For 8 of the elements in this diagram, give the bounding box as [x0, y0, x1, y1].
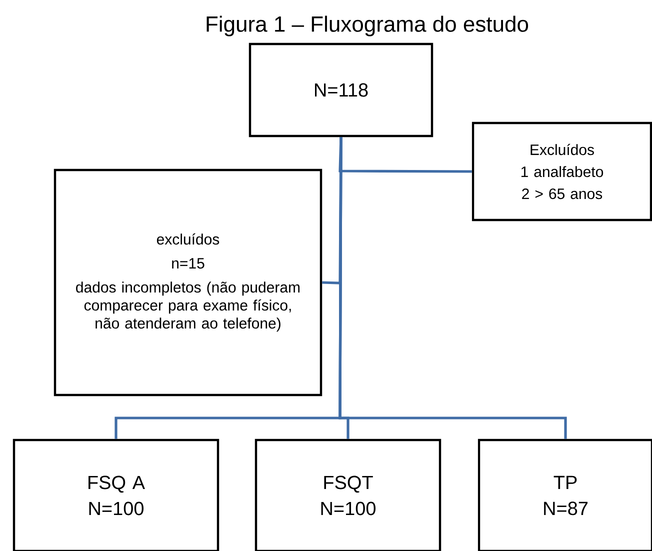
connector-line — [338, 137, 567, 439]
box: FSQT N=100 — [254, 438, 442, 551]
box: N=118 — [248, 42, 434, 138]
box: FSQ A N=100 — [12, 438, 220, 551]
box: excluídos n=15 dados incompletos (não puderam comparecer para exame físico, não atenderam ao telefone) — [54, 168, 322, 396]
box: TP N=87 — [478, 438, 652, 551]
box: Excluídos 1 analfabeto 2 > 65 anos — [472, 122, 652, 222]
figure-title: Figura 1 – Fluxograma do estudo — [206, 16, 528, 36]
